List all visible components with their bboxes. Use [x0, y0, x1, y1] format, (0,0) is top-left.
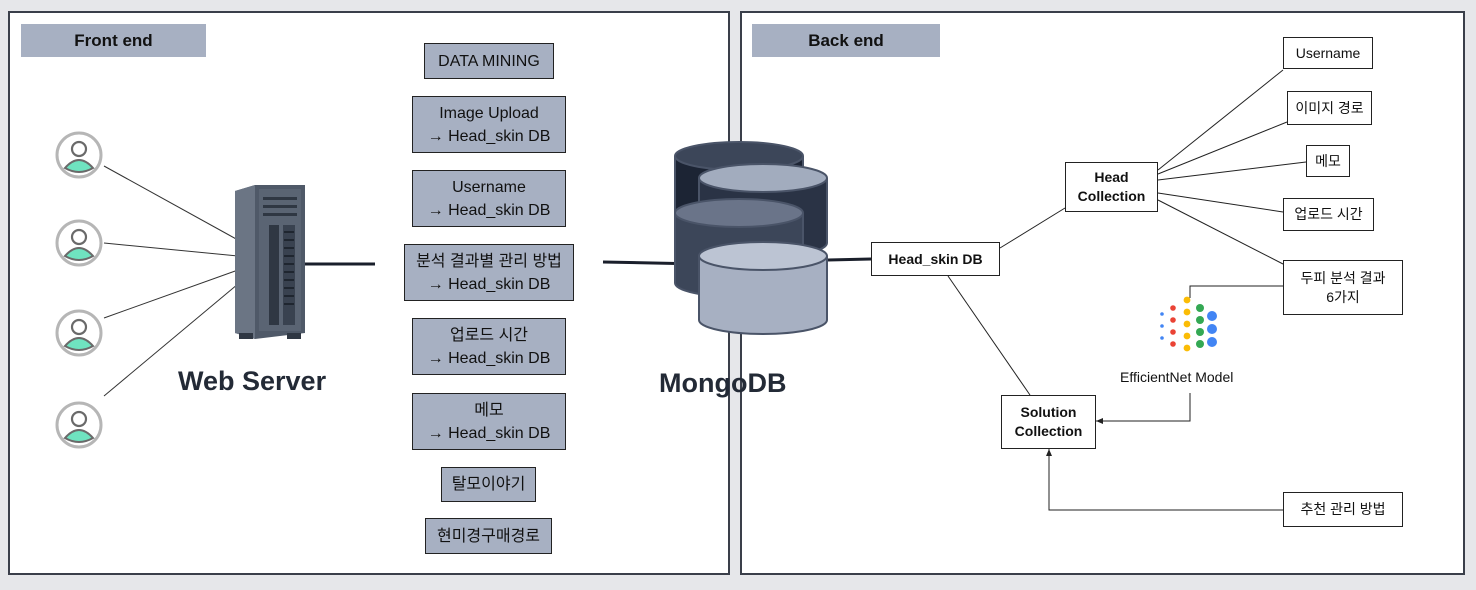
scalp-analysis-box: 두피 분석 결과 6가지 [1283, 260, 1403, 315]
box-line: Collection [1077, 188, 1146, 204]
server-icon [235, 185, 305, 339]
box-line: → Head_skin DB [427, 127, 551, 145]
box-line: Username [452, 178, 526, 196]
user-icon [55, 309, 103, 357]
efficientnet-model-icon [1160, 296, 1217, 352]
upload-time-box: 업로드 시간 → Head_skin DB [412, 318, 566, 375]
front-end-panel [8, 11, 730, 575]
username-box: Username → Head_skin DB [412, 170, 566, 227]
box-line: Collection [1014, 423, 1083, 439]
box-line: 6가지 [1326, 288, 1360, 305]
head-collection-box: Head Collection [1065, 162, 1158, 212]
web-server-label: Web Server [178, 366, 327, 396]
box-line: Solution [1020, 404, 1077, 420]
box-line: 두피 분석 결과 [1300, 269, 1386, 286]
box-line: 분석 결과별 관리 방법 [416, 252, 562, 270]
box-line: → Head_skin DB [427, 349, 551, 367]
microscope-purchase-box: 현미경구매경로 [425, 518, 552, 554]
efficientnet-model-label: EfficientNet Model [1120, 369, 1234, 385]
data-mining-box: DATA MINING [424, 43, 554, 79]
box-line: 업로드 시간 [449, 326, 529, 344]
field-upload-time-box: 업로드 시간 [1283, 198, 1374, 231]
back-end-tag: Back end [752, 24, 940, 57]
mongodb-label: MongoDB [659, 368, 787, 398]
user-icon [55, 401, 103, 449]
solution-collection-box: Solution Collection [1001, 395, 1096, 449]
head-skin-db-box: Head_skin DB [871, 242, 1000, 276]
field-memo-box: 메모 [1306, 145, 1350, 177]
hair-loss-story-box: 탈모이야기 [441, 467, 536, 502]
user-icon [55, 219, 103, 267]
recommend-method-box: 추천 관리 방법 [1283, 492, 1403, 527]
box-line: 메모 [474, 401, 504, 419]
image-upload-box: Image Upload → Head_skin DB [412, 96, 566, 153]
field-image-path-box: 이미지 경로 [1287, 91, 1372, 125]
management-method-box: 분석 결과별 관리 방법 → Head_skin DB [404, 244, 574, 301]
box-line: → Head_skin DB [427, 275, 551, 293]
box-line: Image Upload [439, 104, 539, 122]
box-line: → Head_skin DB [427, 201, 551, 219]
user-icon [55, 131, 103, 179]
memo-box: 메모 → Head_skin DB [412, 393, 566, 450]
box-line: → Head_skin DB [427, 424, 551, 442]
database-icon [674, 141, 828, 335]
front-end-tag: Front end [21, 24, 206, 57]
box-line: Head [1094, 169, 1129, 185]
field-username-box: Username [1283, 37, 1373, 69]
